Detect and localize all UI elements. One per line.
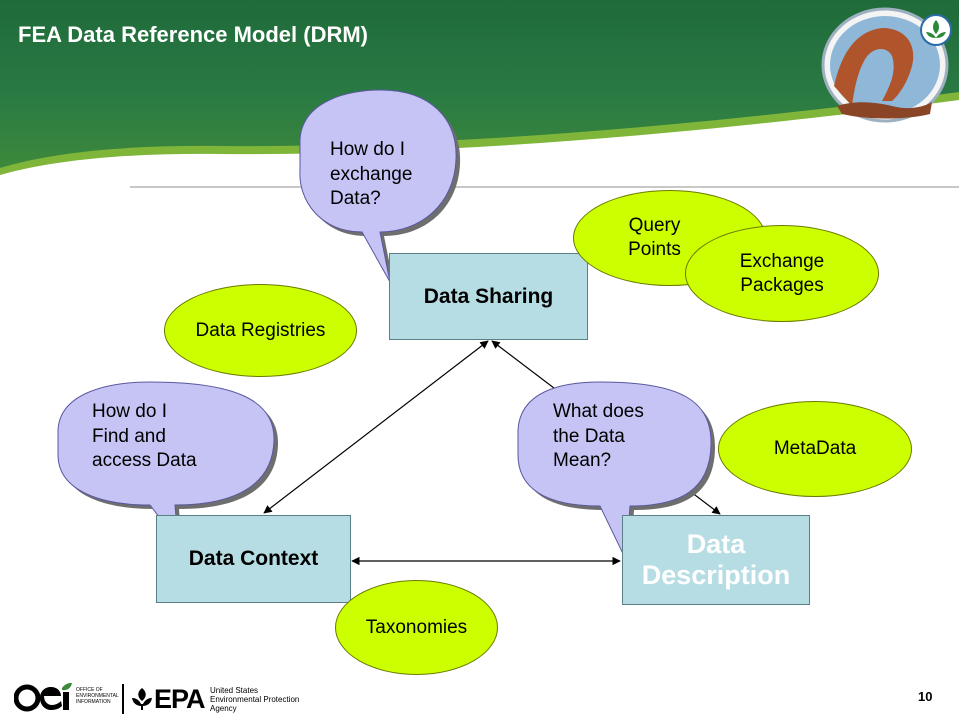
epa-caption-line: United States bbox=[210, 686, 259, 695]
exchange-packages-line: Exchange bbox=[739, 250, 825, 272]
bubble-description-line: What does bbox=[553, 401, 644, 422]
bubble-context-line: How do I bbox=[92, 401, 167, 422]
epa-caption-line: Agency bbox=[210, 704, 237, 713]
bubble-description-line: Mean? bbox=[553, 450, 612, 472]
header-band bbox=[0, 0, 959, 175]
taxonomies-ellipse: Taxonomies bbox=[335, 580, 498, 675]
bubble-context-text: How do I Find and access Data bbox=[92, 400, 197, 474]
bubble-context-shape bbox=[57, 381, 279, 546]
exchange-packages-line: Packages bbox=[740, 274, 824, 296]
bubble-description-line: the Data bbox=[553, 425, 625, 447]
oei-caption-line: OFFICE OF bbox=[76, 687, 103, 693]
bubble-description-shape bbox=[517, 381, 716, 564]
oei-caption-line: INFORMATION bbox=[76, 699, 111, 705]
page-number: 10 bbox=[918, 689, 933, 704]
data-context-box: Data Context bbox=[156, 515, 351, 603]
epa-seal-icon bbox=[821, 7, 952, 123]
oei-caption-line: ENVIRONMENTAL bbox=[76, 693, 119, 699]
slide-title: FEA Data Reference Model (DRM) bbox=[18, 22, 369, 47]
epa-caption: United States Environmental Protection A… bbox=[210, 686, 299, 713]
slide-header bbox=[0, 0, 959, 175]
bubble-sharing-text: How do I exchange Data? bbox=[330, 138, 412, 212]
bubble-sharing-line: Data? bbox=[330, 188, 381, 210]
exchange-packages-label: Exchange Packages bbox=[740, 250, 825, 298]
data-description-box: Data Description bbox=[622, 515, 810, 605]
data-sharing-box: Data Sharing bbox=[389, 253, 588, 340]
query-points-line: Query bbox=[628, 215, 681, 237]
epa-wordmark: EPA bbox=[154, 684, 206, 714]
data-registries-ellipse: Data Registries bbox=[164, 284, 357, 377]
query-points-line: Points bbox=[628, 239, 681, 260]
exchange-packages-ellipse: Exchange Packages bbox=[685, 225, 879, 322]
epa-flower-icon bbox=[132, 688, 152, 710]
metadata-ellipse: MetaData bbox=[718, 401, 912, 497]
oei-caption: OFFICE OF ENVIRONMENTAL INFORMATION bbox=[76, 687, 119, 705]
bubble-context-line: access Data bbox=[92, 450, 197, 472]
bubble-context-line: Find and bbox=[92, 425, 166, 447]
footer-logos: OFFICE OF ENVIRONMENTAL INFORMATION EPA … bbox=[14, 682, 344, 716]
bubble-sharing-line: exchange bbox=[330, 163, 413, 185]
bubble-description-text: What does the Data Mean? bbox=[553, 400, 644, 474]
footer-divider bbox=[122, 684, 124, 714]
epa-caption-line: Environmental Protection bbox=[210, 695, 300, 704]
bubble-sharing-line: How do I bbox=[330, 139, 405, 160]
bubble-sharing-shape bbox=[299, 89, 461, 286]
arrow-context-sharing bbox=[263, 340, 489, 514]
divider-line bbox=[130, 186, 959, 188]
oei-logo-icon bbox=[14, 682, 72, 712]
query-points-label: Query Points bbox=[628, 214, 681, 262]
